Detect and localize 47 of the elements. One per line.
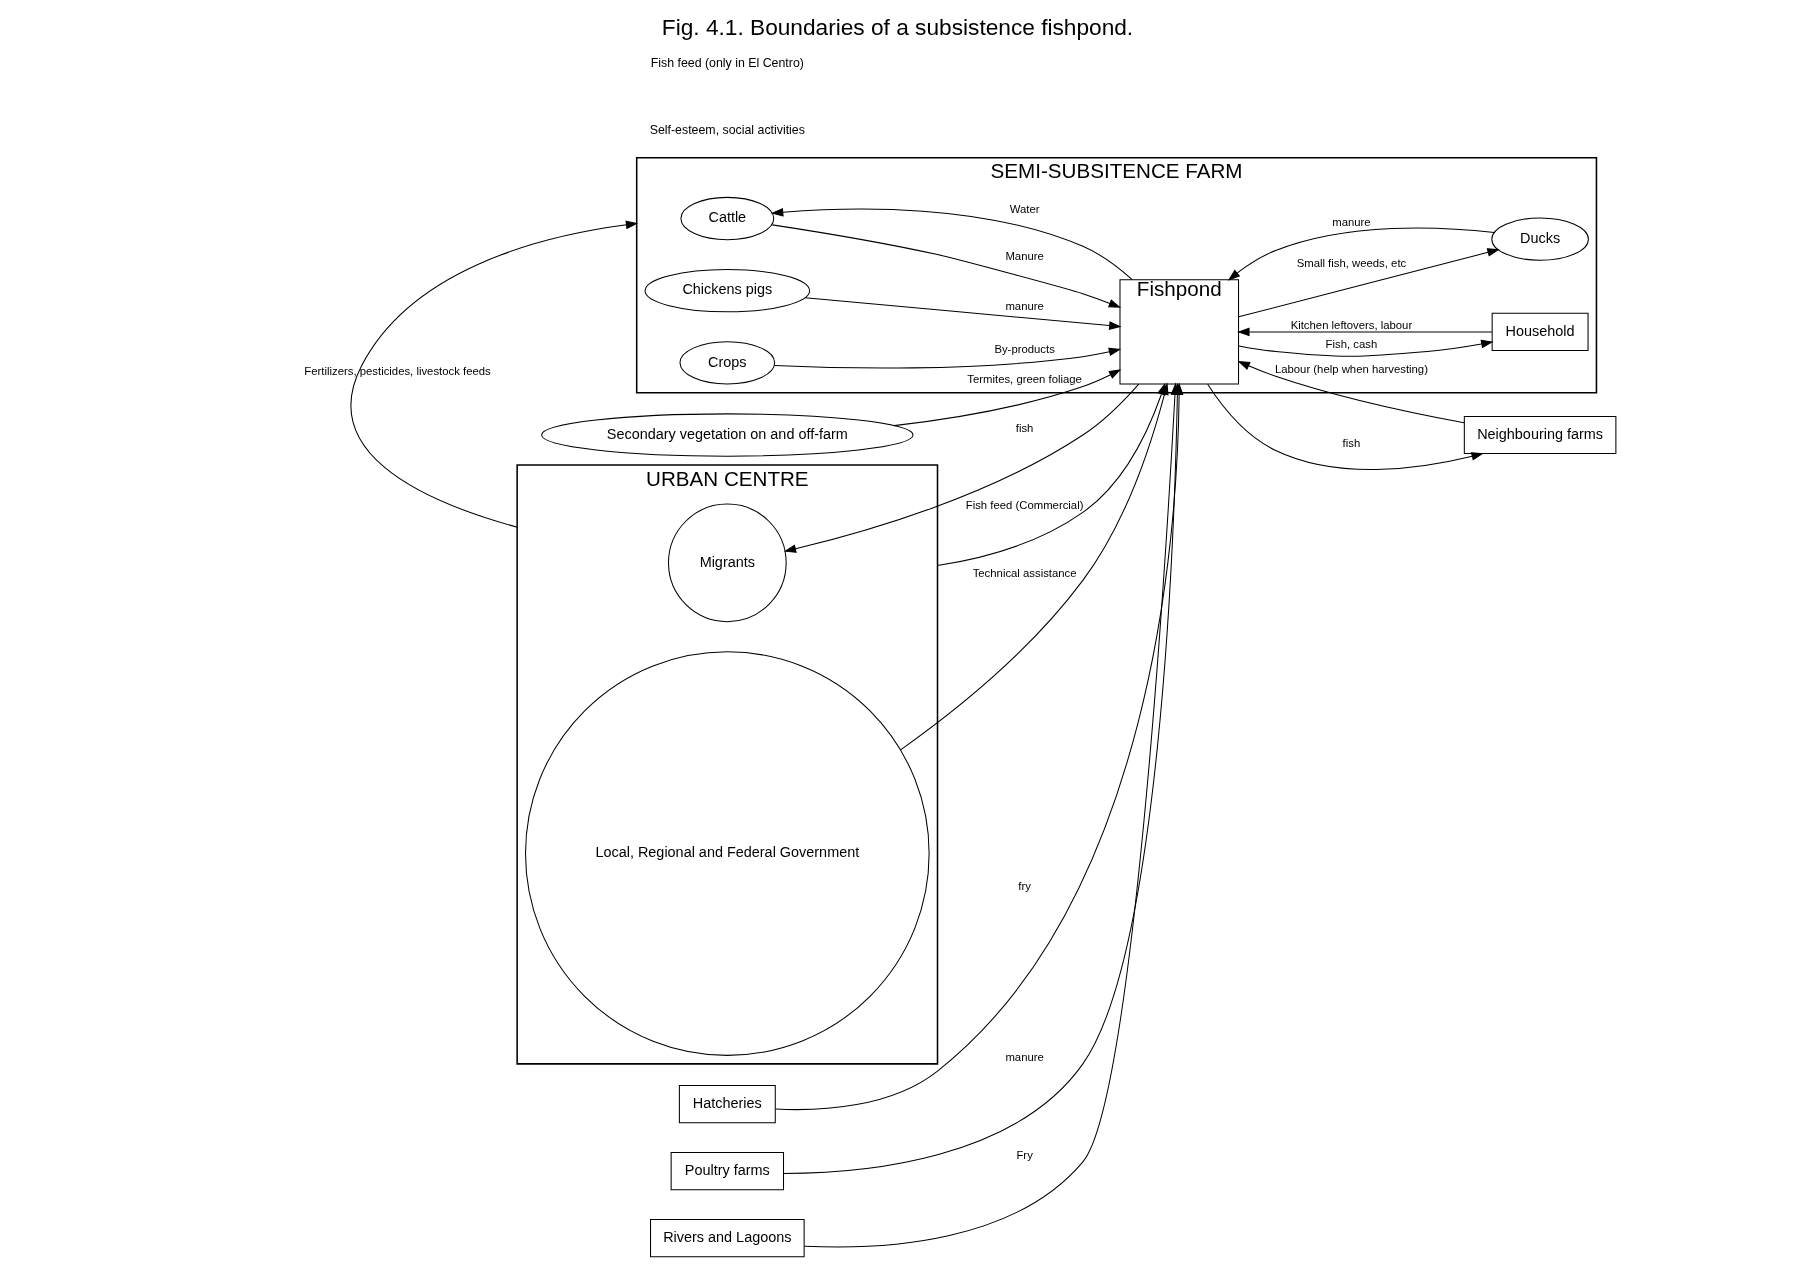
node-box: Hatcheries — [678, 1085, 776, 1124]
edge-label: manure — [1332, 215, 1371, 228]
node-box: Fishpond — [1119, 279, 1240, 385]
edge-label: Small fish, weeds, etc — [1296, 256, 1407, 269]
arrow — [1227, 227, 1495, 281]
node-circle: Migrants — [668, 503, 787, 623]
node-ellipse: Chickens pigs — [644, 269, 811, 313]
node-box: Household — [1491, 312, 1589, 351]
edge-label: Technical assistance — [972, 567, 1077, 580]
edge-label: Fish feed (Commercial) — [965, 499, 1084, 512]
arrow — [350, 220, 639, 528]
node-box: Neighbouring farms — [1463, 415, 1617, 455]
node-ellipse: Crops — [679, 341, 776, 385]
edge-label: Manure — [1005, 249, 1044, 262]
edge-label: By-products — [994, 343, 1055, 356]
edge-label: Kitchen leftovers, labour — [1290, 318, 1413, 331]
node-circle: Local, Regional and Federal Government — [525, 651, 930, 1056]
arrow — [893, 369, 1122, 427]
arrow — [783, 383, 1140, 553]
edge-label: Termites, green foliage — [967, 373, 1082, 386]
edge-label: Fry — [1016, 1148, 1033, 1161]
arrow — [1237, 361, 1465, 424]
arrow — [804, 297, 1122, 330]
edge-label: manure — [1005, 300, 1044, 313]
node-box: Rivers and Lagoons — [650, 1219, 805, 1258]
edge-label: fry — [1018, 880, 1031, 893]
edge-label: Water — [1009, 203, 1040, 216]
edge-label: fish — [1015, 421, 1034, 434]
label: Fish feed (only in El Centro) — [650, 56, 804, 71]
arrow — [771, 224, 1122, 308]
edge-label: Labour (help when harvesting) — [1274, 362, 1428, 375]
arrow — [1237, 327, 1493, 337]
arrow — [770, 207, 1133, 281]
edge-label: Fish, cash — [1325, 338, 1378, 351]
arrow — [1238, 339, 1494, 357]
node-ellipse: Ducks — [1491, 217, 1589, 261]
node-ellipse: Secondary vegetation on and off-farm — [541, 413, 914, 457]
arrow — [774, 347, 1122, 369]
edge-label: fish — [1342, 437, 1361, 450]
edge-label: Fertilizers, pesticides, livestock feeds — [304, 365, 491, 378]
arrow — [1207, 383, 1484, 471]
label: Self-esteem, social activities — [649, 123, 805, 138]
arrow — [1238, 248, 1500, 318]
node-box: Poultry farms — [670, 1152, 785, 1191]
node-ellipse: Cattle — [680, 196, 775, 241]
diagram-title: Fig. 4.1. Boundaries of a subsistence fishpond. — [661, 13, 1134, 40]
edge-label: manure — [1005, 1050, 1044, 1063]
